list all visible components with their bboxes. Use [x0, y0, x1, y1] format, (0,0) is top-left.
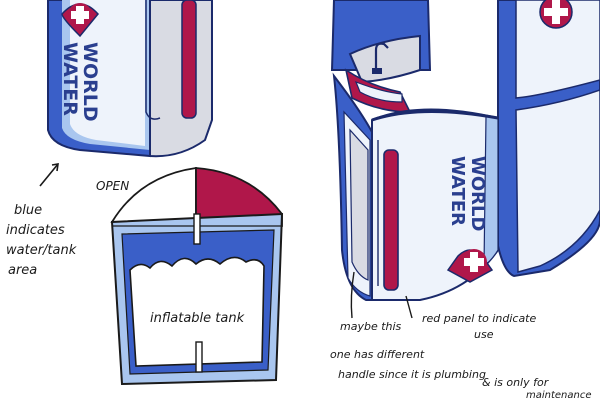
handle-line5: maintenance: [526, 390, 592, 400]
blue-note: blue indicates water/tank area: [6, 163, 77, 278]
handle-line3: handle since it is plumbing: [338, 368, 486, 381]
red-panel-line1: red panel to indicate: [422, 312, 536, 325]
brand-line1: WORLD: [79, 42, 101, 122]
svg-text:indicates: indicates: [6, 223, 65, 238]
handle-line1: maybe this: [340, 320, 402, 333]
brand-right-line1: WORLD: [467, 156, 488, 231]
medical-cross-drop-icon: [61, 3, 99, 38]
unit-right: WORLD WATER: [330, 0, 600, 301]
blue-note-line3: water/tank: [6, 243, 77, 258]
svg-text:handle since it is plumbing: handle since it is plumbing: [338, 368, 486, 381]
blue-note-line1: blue: [14, 203, 42, 218]
svg-text:area: area: [8, 263, 37, 278]
svg-text:maintenance: maintenance: [526, 390, 592, 400]
handle-line2: one has different: [330, 348, 425, 361]
brand-right-line2: WATER: [447, 156, 468, 226]
unit-top-left: WORLD WATER: [47, 0, 213, 158]
brand-line2: WATER: [59, 42, 81, 116]
open-tank-diagram: inflatable tank: [110, 166, 284, 386]
svg-text:maybe this: maybe this: [340, 320, 402, 333]
red-panel-note: red panel to indicate use: [405, 295, 536, 341]
blue-note-line2: indicates: [6, 223, 65, 238]
faucet-icon: [372, 42, 389, 74]
svg-text:water/tank: water/tank: [6, 243, 77, 258]
medical-cross-drop-icon-front: [446, 249, 494, 283]
medical-cross-drop-icon-right: [539, 0, 573, 29]
svg-text:& is only for: & is only for: [482, 376, 550, 389]
handle-note: maybe this one has different handle sinc…: [330, 271, 592, 400]
red-panel-line2: use: [474, 328, 494, 341]
tank-label: inflatable tank: [150, 311, 245, 326]
svg-text:red panel to indicate: red panel to indicate: [422, 312, 536, 325]
svg-text:one has different: one has different: [330, 348, 425, 361]
handle-line4: & is only for: [482, 376, 550, 389]
svg-text:use: use: [474, 328, 494, 341]
svg-text:blue: blue: [14, 203, 42, 218]
open-label: OPEN: [96, 179, 129, 193]
blue-note-line4: area: [8, 263, 37, 278]
